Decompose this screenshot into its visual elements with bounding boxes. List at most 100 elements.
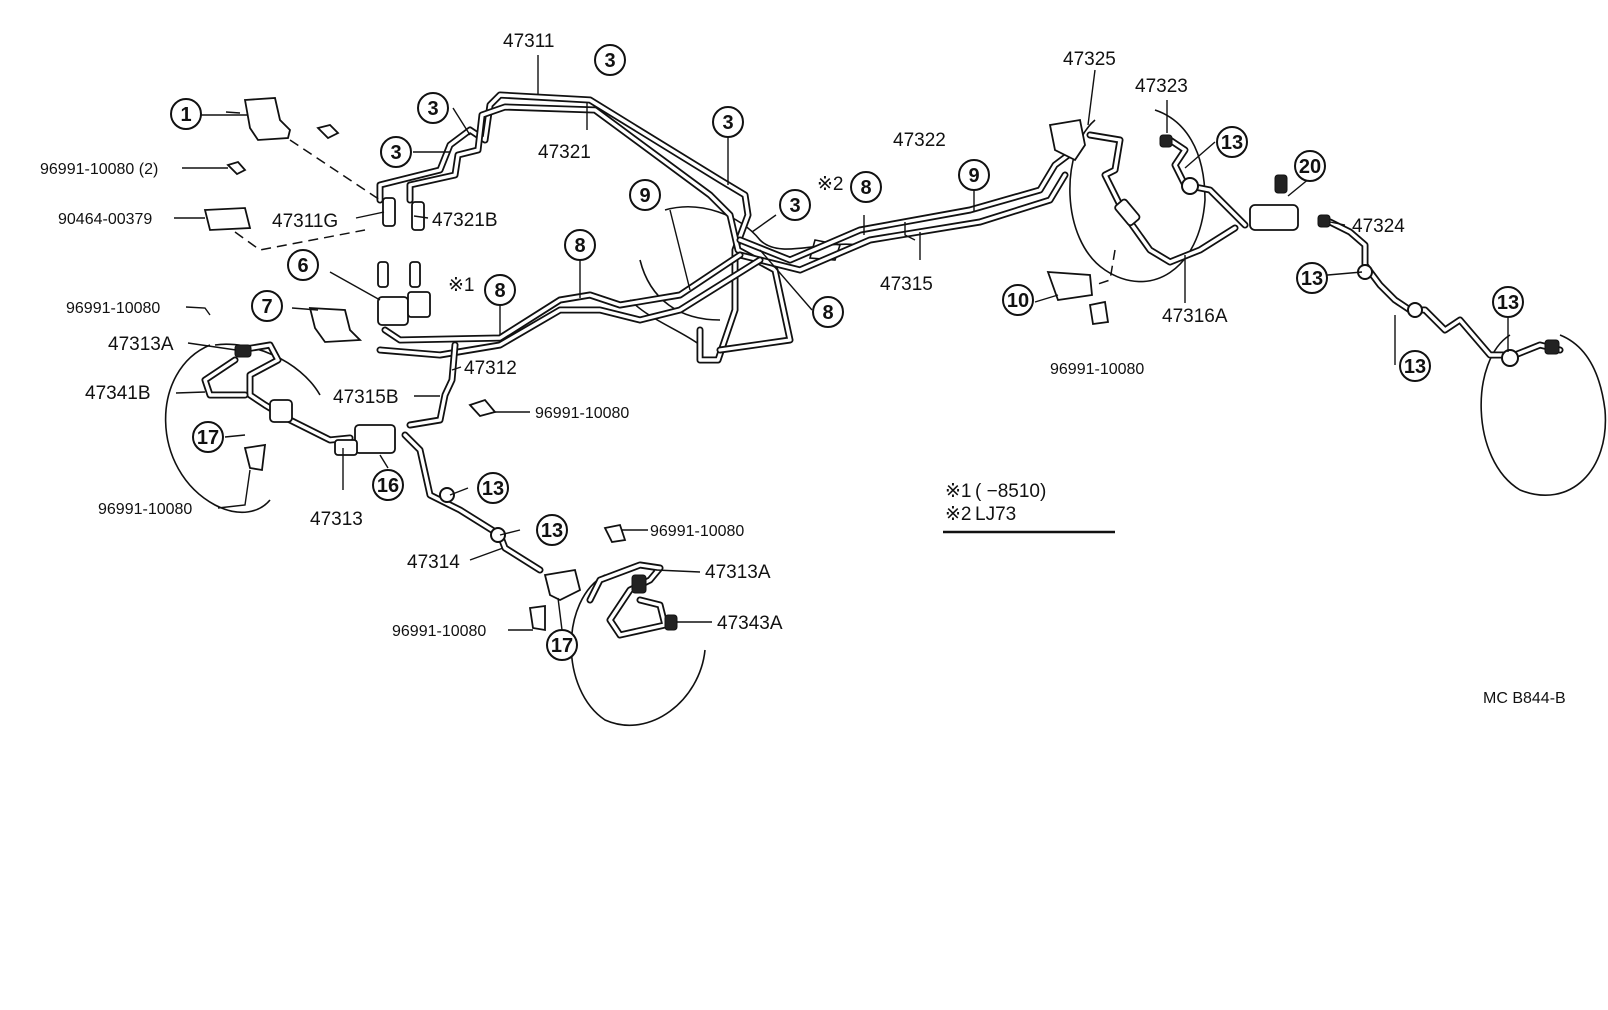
label-96991-mid: 96991-10080 — [535, 405, 629, 422]
callout-3b: 3 — [417, 92, 449, 124]
note2-mark: ※2 — [945, 504, 972, 525]
label-47311g: 47311G — [272, 211, 338, 232]
callout-13d: 13 — [1399, 350, 1431, 382]
union-47311g — [382, 197, 396, 227]
callout-7: 7 — [251, 290, 283, 322]
svg-text:10: 10 — [1007, 290, 1029, 312]
svg-text:8: 8 — [822, 302, 833, 324]
callout-9b: 9 — [958, 159, 990, 191]
svg-text:20: 20 — [1299, 156, 1321, 178]
label-96991-left: 96991-10080 — [66, 300, 160, 317]
clamp-90464 — [203, 207, 252, 231]
label-47343a: 47343A — [717, 613, 783, 634]
tee-20-fitting — [1274, 174, 1288, 194]
part-number-labels: 47311 47321 47311G 47321B 47322 47315 47… — [85, 31, 1405, 634]
fitting-47323 — [1159, 134, 1173, 148]
hose-fitting-left — [234, 344, 252, 358]
callout-8d: 8 — [850, 171, 882, 203]
label-47324: 47324 — [1352, 216, 1405, 237]
bracket-part-10 — [1046, 271, 1093, 301]
label-90464: 90464-00379 — [58, 211, 152, 228]
svg-text:13: 13 — [1404, 356, 1426, 378]
callout-6: 6 — [287, 249, 319, 281]
label-47323: 47323 — [1135, 76, 1188, 97]
callout-13a: 13 — [1216, 126, 1248, 158]
svg-text:3: 3 — [604, 50, 615, 72]
fitting-b — [409, 261, 421, 288]
dashed-guides — [234, 139, 1116, 286]
label-47312: 47312 — [464, 358, 517, 379]
callout-1: 1 — [170, 98, 202, 130]
svg-text:3: 3 — [390, 142, 401, 164]
clip-bottom-left — [528, 604, 546, 632]
clip-bottom-mid — [603, 523, 627, 543]
callout-13c: 13 — [1492, 286, 1524, 318]
svg-text:3: 3 — [789, 195, 800, 217]
right-front-wheel-outline — [570, 574, 706, 726]
left-front-wheel-outline — [164, 343, 321, 514]
rear-hose-fitting — [1114, 198, 1141, 227]
hardware-parts — [203, 97, 1560, 632]
callout-13e: 13 — [477, 472, 509, 504]
clip-13-rear-d — [1501, 349, 1519, 367]
rear-mount-47325 — [1048, 118, 1086, 162]
label-96991-bottom-mid: 96991-10080 — [650, 523, 744, 540]
hose-fitting-47343a — [664, 614, 678, 631]
svg-text:9: 9 — [968, 165, 979, 187]
note2-text: LJ73 — [975, 504, 1016, 525]
brake-tubes — [201, 91, 1564, 639]
label-47321b: 47321B — [432, 210, 498, 231]
callout-10: 10 — [1002, 284, 1034, 316]
callout-8c: 8 — [812, 296, 844, 328]
valve-16 — [354, 424, 396, 454]
clip-right — [1088, 300, 1110, 326]
label-47321: 47321 — [538, 142, 591, 163]
rear-left-wheel-outline — [1069, 109, 1206, 283]
callout-17a: 17 — [192, 421, 224, 453]
rear-right-wheel-outline — [1480, 334, 1607, 496]
diagram-code: MC B844-B — [1483, 690, 1566, 707]
label-47341b: 47341B — [85, 383, 151, 404]
callout-3a: 3 — [594, 44, 626, 76]
svg-text:3: 3 — [722, 112, 733, 134]
svg-text:13: 13 — [482, 478, 504, 500]
hose-fitting-bottom — [631, 574, 647, 594]
clip-part-labels: 96991-10080 (2) 90464-00379 96991-10080 … — [40, 161, 1144, 640]
callout-9a: 9 — [629, 179, 661, 211]
marker-star2: ※2 — [817, 174, 844, 195]
label-47315b: 47315B — [333, 387, 399, 408]
svg-text:13: 13 — [1497, 292, 1519, 314]
hose-block-left — [269, 399, 293, 423]
svg-text:17: 17 — [197, 427, 219, 449]
marker-star1: ※1 — [448, 275, 475, 296]
callout-13b: 13 — [1296, 262, 1328, 294]
callout-3e: 3 — [779, 189, 811, 221]
label-47313a-bottom: 47313A — [705, 562, 771, 583]
note1-text: ( −8510) — [975, 481, 1046, 502]
valve-16-fitting — [334, 439, 358, 456]
label-96991-bottom-left: 96991-10080 — [392, 623, 486, 640]
label-96991-right: 96991-10080 — [1050, 361, 1144, 378]
label-47322: 47322 — [893, 130, 946, 151]
svg-text:6: 6 — [297, 255, 308, 277]
rear-tee-20 — [1249, 204, 1299, 231]
fitting-rear-right — [1544, 339, 1560, 355]
svg-text:8: 8 — [574, 235, 585, 257]
callout-8a: 8 — [564, 229, 596, 261]
label-47314: 47314 — [407, 552, 460, 573]
svg-text:9: 9 — [639, 185, 650, 207]
svg-text:13: 13 — [541, 520, 563, 542]
label-47313: 47313 — [310, 509, 363, 530]
clip-96991-2 — [226, 160, 247, 176]
legend-notes: ※1 ( −8510) ※2 LJ73 — [943, 481, 1115, 534]
junction-block-6 — [377, 296, 409, 326]
svg-text:3: 3 — [427, 98, 438, 120]
bracket-part-7 — [308, 307, 363, 343]
label-96991-lower-left: 96991-10080 — [98, 501, 192, 518]
callout-17b: 17 — [546, 629, 578, 661]
junction-block-6b — [407, 291, 431, 318]
label-47311: 47311 — [503, 31, 554, 52]
svg-text:16: 16 — [377, 475, 399, 497]
label-47325: 47325 — [1063, 49, 1116, 70]
